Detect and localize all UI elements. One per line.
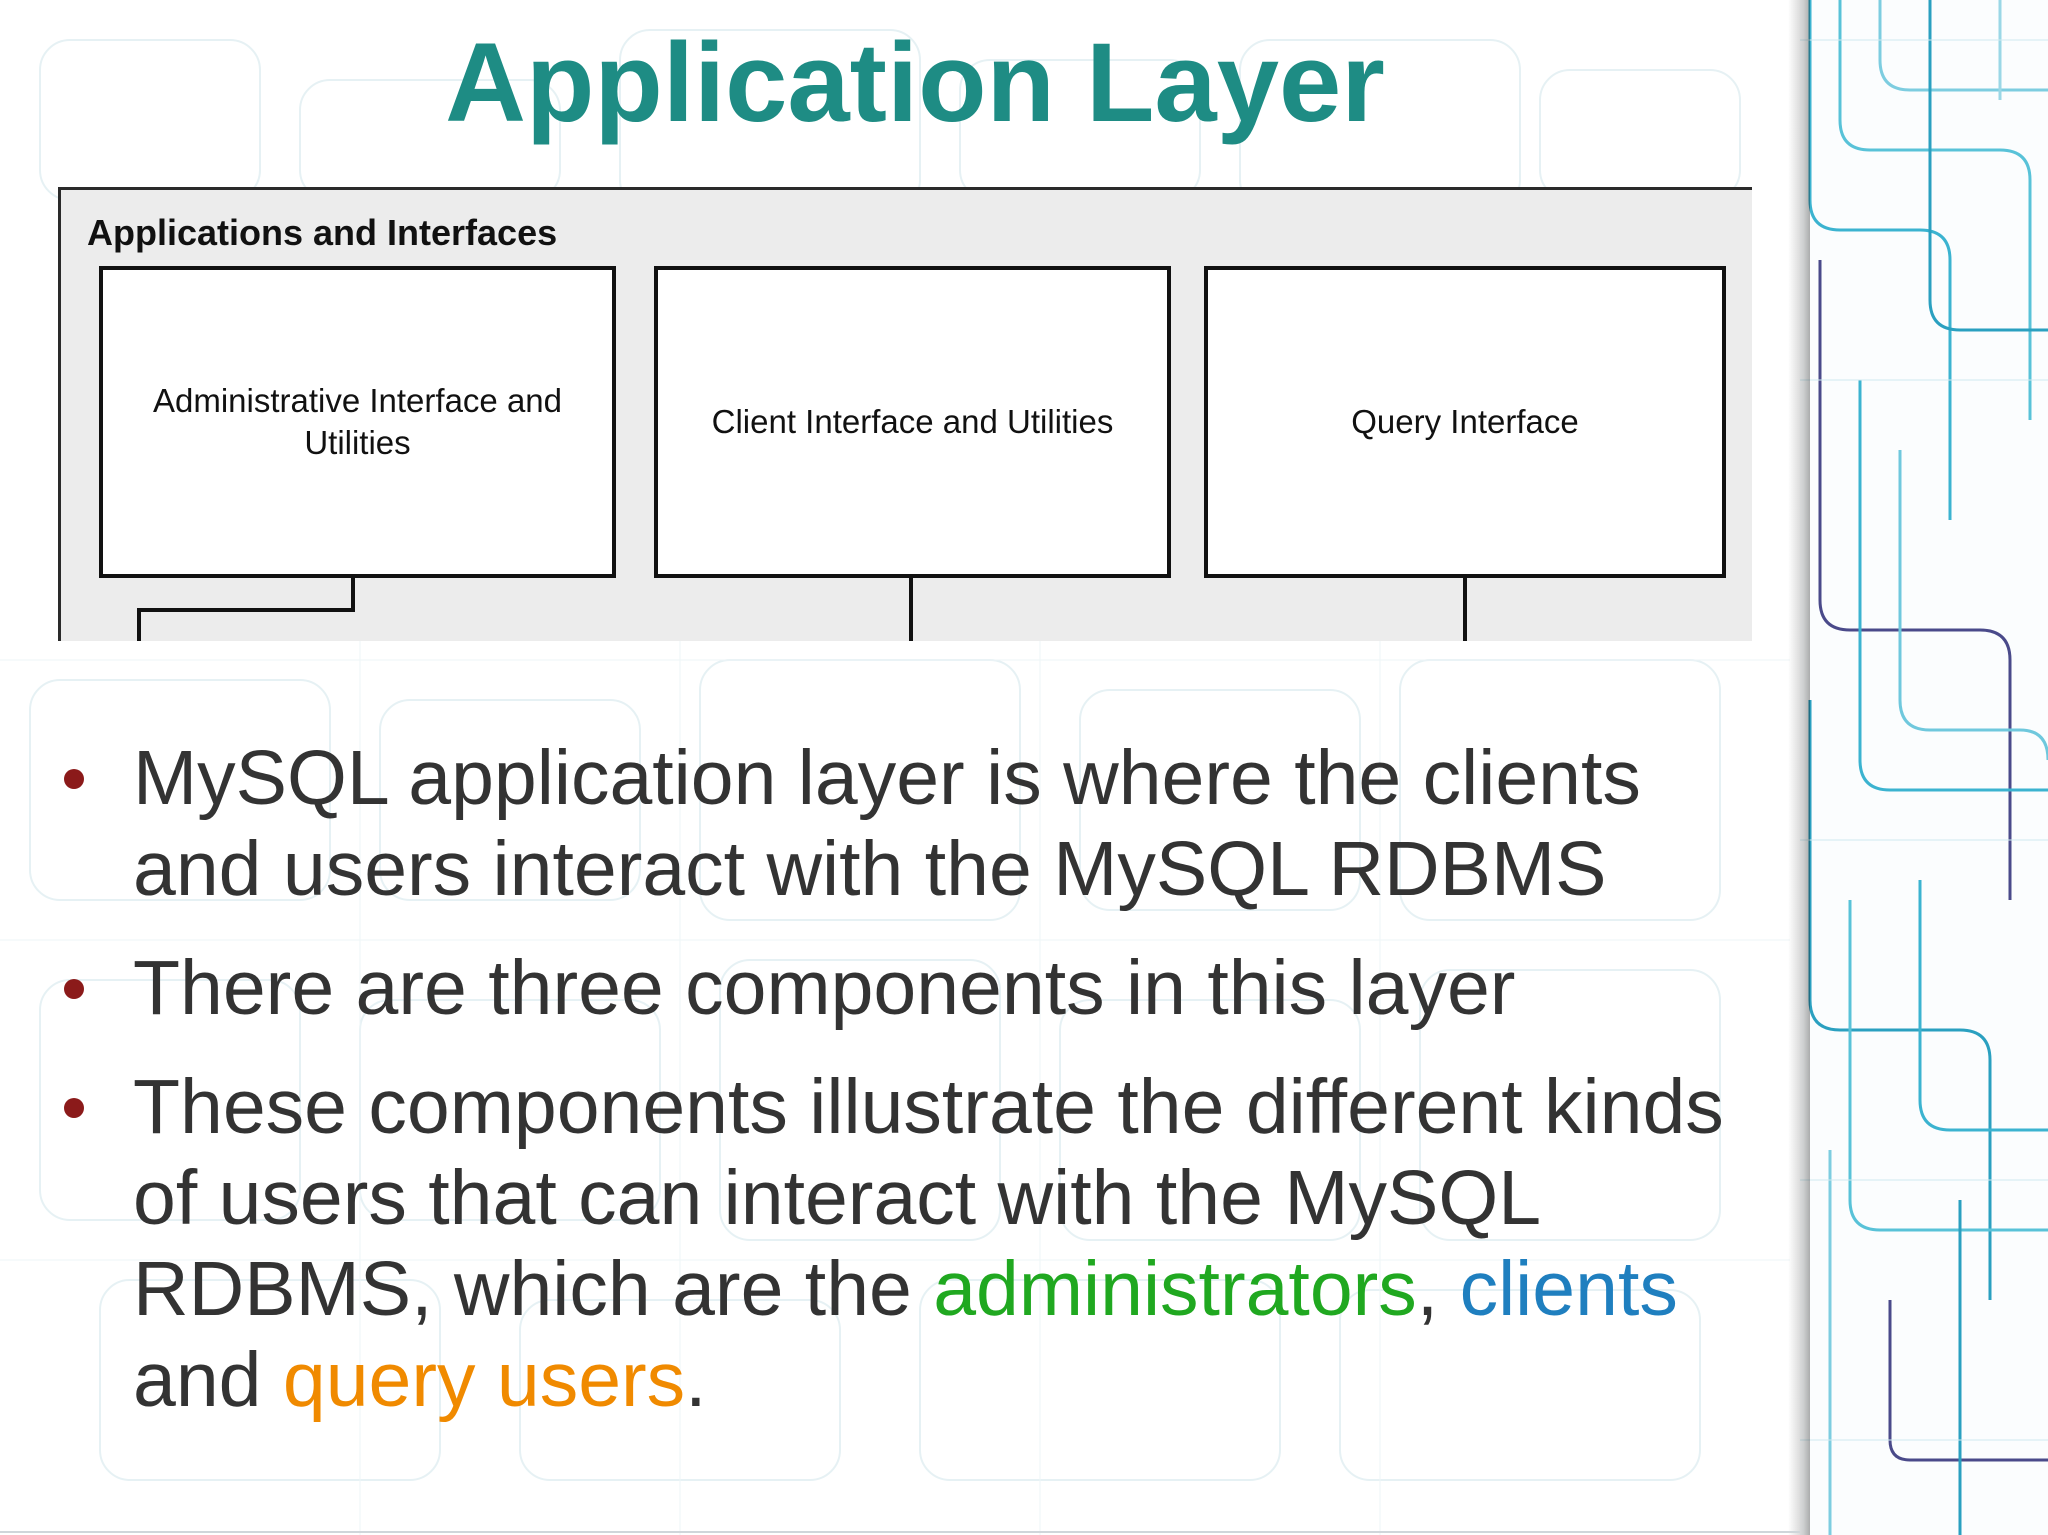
diagram-group-label: Applications and Interfaces [87, 212, 558, 253]
bullet-text: MySQL application layer is where the cli… [133, 735, 1641, 912]
bullet-dot-icon [64, 1098, 84, 1118]
decorative-side-panel [1800, 0, 2048, 1535]
bullet-and: and [133, 1337, 283, 1423]
admin-connector-horizontal [137, 608, 355, 612]
bullet-item: There are three components in this layer [60, 943, 1780, 1034]
admin-connector-vertical [351, 576, 355, 611]
query-interface-label: Query Interface [1351, 403, 1579, 440]
slide-title: Application Layer [445, 20, 1385, 145]
highlight-administrators: administrators [933, 1246, 1417, 1332]
query-interface-box: Query Interface [1204, 266, 1726, 578]
bullet-period: . [685, 1337, 707, 1423]
admin-connector-down [137, 608, 141, 641]
circuit-decoration [1800, 0, 2048, 1535]
bullet-dot-icon [64, 769, 84, 789]
bullet-item: MySQL application layer is where the cli… [60, 733, 1780, 915]
bottom-divider [0, 1531, 1800, 1533]
client-connector [909, 576, 913, 641]
bullet-text: These components illustrate the differen… [133, 1064, 1724, 1332]
panel-shadow [1788, 0, 1810, 1535]
client-interface-label: Client Interface and Utilities [711, 403, 1114, 440]
bullet-comma: , [1416, 1246, 1460, 1332]
admin-interface-label: Administrative Interface and Utilities [152, 382, 563, 461]
bullet-item: These components illustrate the differen… [60, 1062, 1780, 1426]
application-layer-diagram: Applications and Interfaces Administrati… [58, 187, 1752, 641]
bullet-dot-icon [64, 979, 84, 999]
admin-interface-box: Administrative Interface and Utilities [99, 266, 616, 578]
bullet-text: There are three components in this layer [133, 945, 1516, 1031]
highlight-query-users: query users [282, 1337, 686, 1423]
query-connector [1463, 576, 1467, 641]
highlight-clients: clients [1459, 1246, 1678, 1332]
client-interface-box: Client Interface and Utilities [654, 266, 1171, 578]
bullet-list: MySQL application layer is where the cli… [60, 733, 1780, 1454]
